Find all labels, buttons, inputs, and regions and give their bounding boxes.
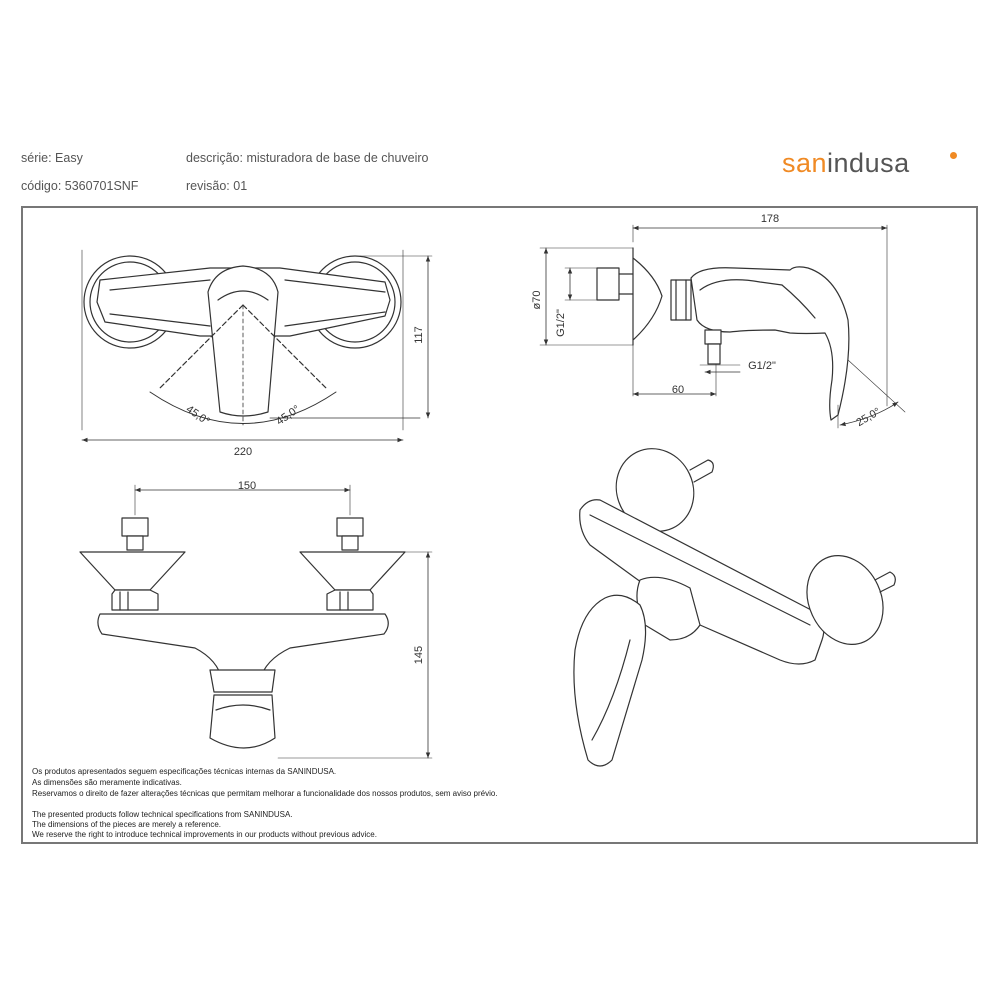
note-en-2: The dimensions of the pieces are merely … [32, 820, 221, 829]
logo-mark-icon [950, 152, 957, 159]
code-label: código: 5360701SNF [21, 179, 139, 193]
note-en-3: We reserve the right to introduce techni… [32, 830, 377, 839]
logo-part-a: san [782, 148, 828, 178]
logo-part-b: indusa [827, 148, 910, 178]
dim-side-depth: 60 [672, 384, 684, 396]
dim-front-width: 220 [234, 446, 252, 458]
drawing-frame [21, 206, 978, 844]
revision-label: revisão: 01 [186, 179, 248, 193]
dim-angle-right: 45,0° [274, 403, 302, 428]
front-view [81, 249, 433, 443]
note-pt-2: As dimensões são meramente indicativas. [32, 778, 182, 787]
description-label: descrição: misturadora de base de chuvei… [186, 151, 429, 165]
dim-side-width: 178 [761, 213, 779, 225]
sanindusa-logo: sanindusa [782, 148, 910, 179]
dim-front-height: 117 [413, 326, 425, 344]
side-view [539, 224, 906, 429]
series-label: série: Easy [21, 151, 83, 165]
note-pt-1: Os produtos apresentados seguem especifi… [32, 767, 337, 776]
note-pt-3: Reservamos o direito de fazer alterações… [32, 789, 498, 798]
dim-bottom-height: 145 [413, 646, 425, 664]
bottom-view [79, 484, 433, 759]
dim-side-thread-left: G1/2" [555, 309, 567, 337]
dim-side-angle: 25,0° [854, 406, 882, 429]
dim-bottom-spacing: 150 [238, 480, 256, 492]
note-en-1: The presented products follow technical … [32, 810, 293, 819]
isometric-view [573, 448, 896, 767]
dim-side-thread-bottom: G1/2" [748, 360, 776, 372]
dim-angle-left: 45,0° [184, 403, 212, 428]
dim-side-diameter: ø70 [531, 291, 543, 310]
